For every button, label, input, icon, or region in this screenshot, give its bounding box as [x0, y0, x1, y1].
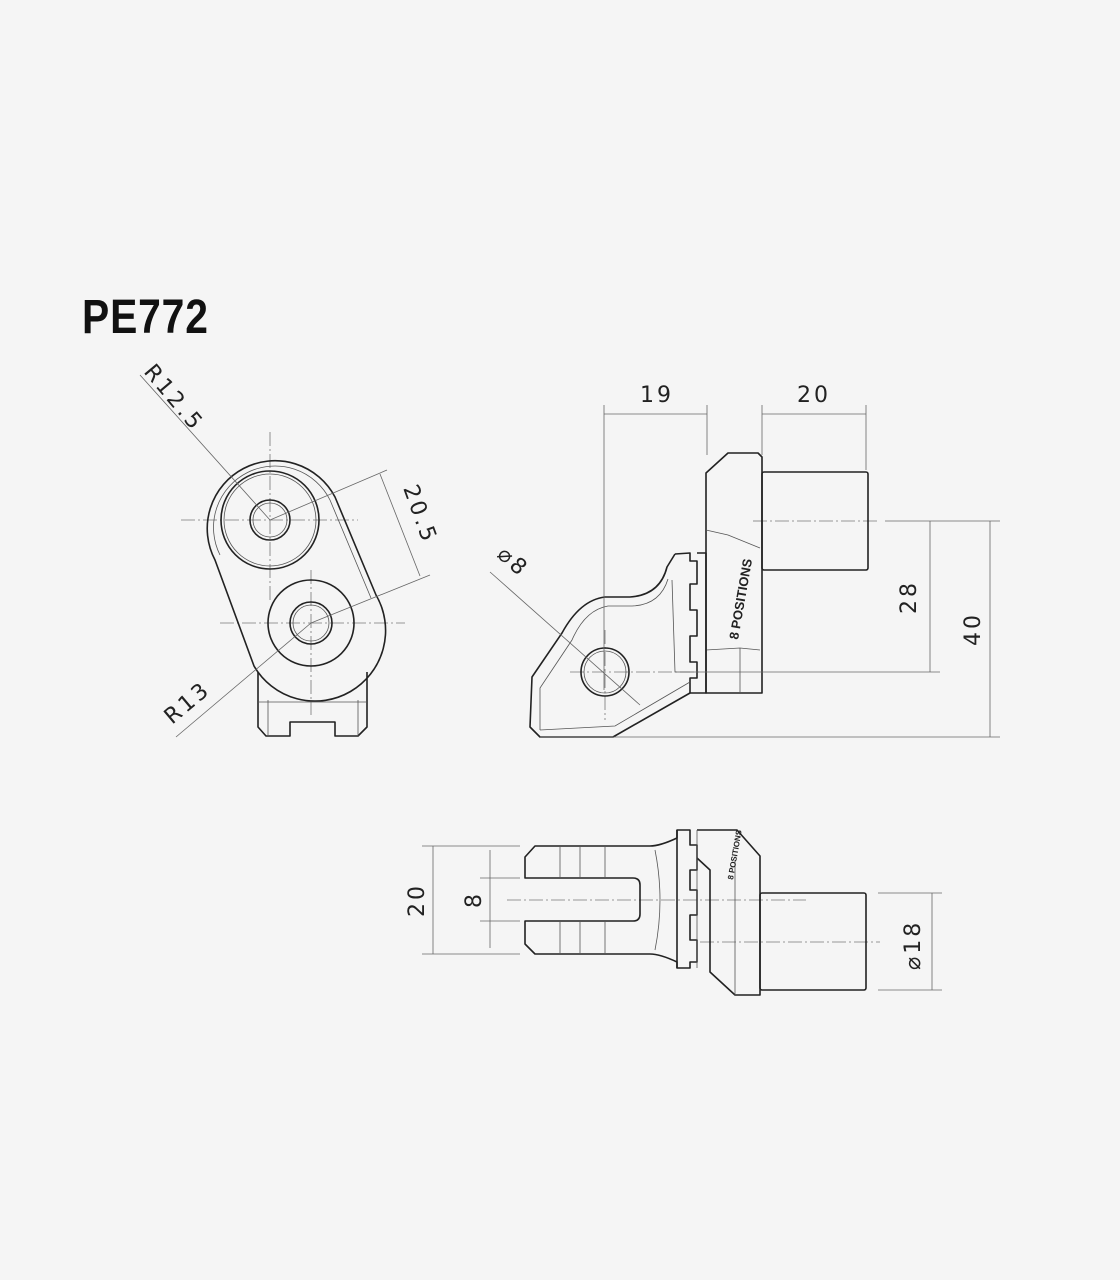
dim-offset: 19: [640, 383, 674, 408]
side-body-outline: 8 POSITIONS: [529, 452, 869, 738]
dim-slot-width: 8: [462, 891, 487, 908]
dim-total-height: 40: [961, 612, 986, 646]
dim-height-to-hole: 28: [897, 580, 922, 614]
side-engraving: 8 POSITIONS: [726, 557, 755, 640]
dim-radius-bottom: R13: [160, 677, 216, 730]
side-view: 8 POSITIONS 19 20 28 40 ⌀8: [489, 383, 1000, 738]
top-engraving: 8 POSITIONS: [726, 829, 744, 881]
dim-hole-diameter: ⌀8: [492, 542, 533, 583]
top-view: 8 POSITIONS 20 8 ⌀18: [405, 829, 942, 996]
front-body-outline: [206, 459, 387, 737]
top-centerlines: [507, 899, 880, 943]
front-dimensions: R12.5 R13 20.5: [138, 360, 442, 738]
dim-shaft-diameter: ⌀18: [901, 920, 926, 970]
dim-fork-width: 20: [405, 883, 430, 917]
dim-shaft-length: 20: [797, 383, 831, 408]
top-dimensions: 20 8 ⌀18: [405, 845, 942, 991]
dim-center-distance: 20.5: [397, 482, 441, 548]
front-view: R12.5 R13 20.5: [138, 360, 442, 738]
top-body-outline: 8 POSITIONS: [524, 829, 867, 996]
dim-radius-top: R12.5: [138, 360, 208, 437]
part-number-title: PE772: [82, 291, 209, 344]
side-centerlines: [570, 520, 880, 720]
